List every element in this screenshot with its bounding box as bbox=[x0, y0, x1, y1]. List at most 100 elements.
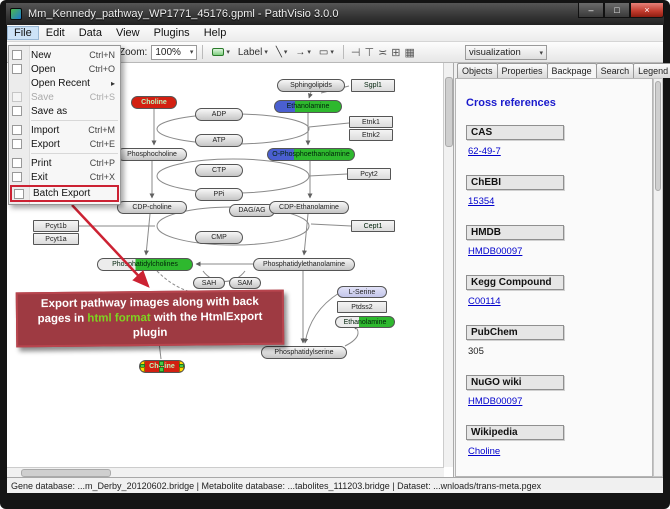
menu-item-batch-export[interactable]: Batch Export bbox=[10, 185, 119, 202]
xref-source-name: PubChem bbox=[466, 325, 564, 340]
pathway-node-choline-top[interactable]: Choline bbox=[131, 96, 177, 109]
pathway-node-phosphatidylserine[interactable]: Phosphatidylserine bbox=[261, 346, 347, 359]
pathway-node-sam[interactable]: SAM bbox=[229, 277, 261, 289]
xref-link[interactable]: Choline bbox=[468, 446, 501, 457]
pathway-node-ptdss2[interactable]: Ptdss2 bbox=[337, 301, 387, 313]
pathway-node-cdp-ethanolamine[interactable]: CDP-Ethanolamine bbox=[269, 201, 349, 214]
zoom-select[interactable]: 100% ▾ bbox=[151, 44, 198, 60]
xref-link[interactable]: 62-49-7 bbox=[468, 146, 501, 157]
visualization-select[interactable]: visualization ▾ bbox=[465, 45, 547, 60]
annotation-text-after: with the HtmlExport plugin bbox=[132, 310, 263, 340]
selection-handle[interactable] bbox=[179, 367, 184, 372]
xref-link[interactable]: 15354 bbox=[468, 196, 495, 207]
pathway-node-cdp-choline[interactable]: CDP-choline bbox=[117, 201, 187, 214]
gene-product-icon bbox=[212, 48, 225, 56]
stack-button[interactable]: ⊞ bbox=[391, 46, 401, 59]
pathway-node-etnk1[interactable]: Etnk1 bbox=[349, 116, 393, 128]
expression-data-header: Expression data bbox=[466, 475, 652, 476]
menu-item-label: Open Recent bbox=[31, 77, 90, 89]
pathway-node-ppi[interactable]: PPi bbox=[195, 188, 243, 201]
tab-properties[interactable]: Properties bbox=[496, 63, 548, 78]
menu-view[interactable]: View bbox=[115, 27, 140, 39]
scrollbar-thumb[interactable] bbox=[445, 77, 453, 147]
menu-item-new[interactable]: New Ctrl+N bbox=[9, 48, 120, 62]
import-icon bbox=[12, 125, 22, 135]
annotation-highlight: html format bbox=[87, 312, 151, 325]
pathway-node-phosphatidylcholines[interactable]: Phosphatidylcholines bbox=[97, 258, 193, 271]
menu-item-exit[interactable]: Exit Ctrl+X bbox=[9, 170, 120, 184]
menu-edit[interactable]: Edit bbox=[45, 27, 65, 39]
menu-item-import[interactable]: Import Ctrl+M bbox=[9, 123, 120, 137]
menu-item-label: Open bbox=[31, 63, 56, 75]
arrow-tool-button[interactable]: → ▾ bbox=[291, 44, 315, 60]
menu-item-shortcut: Ctrl+P bbox=[89, 158, 115, 168]
batch-export-icon bbox=[14, 188, 24, 199]
datanode-tool-button[interactable]: ▾ bbox=[208, 44, 234, 60]
pathway-node-etnk2[interactable]: Etnk2 bbox=[349, 129, 393, 141]
titlebar[interactable]: Mm_Kennedy_pathway_WP1771_45176.gpml - P… bbox=[6, 3, 664, 25]
pathway-node-cept1[interactable]: Cept1 bbox=[351, 220, 395, 232]
menu-plugins[interactable]: Plugins bbox=[153, 27, 190, 39]
pathway-node-o-phosphoethanolamine[interactable]: O-Phosphoethanolamine bbox=[267, 148, 355, 161]
menu-item-label: Exit bbox=[31, 171, 48, 183]
line-tool-button[interactable]: ╲ ▾ bbox=[272, 44, 292, 60]
pathway-node-cmp[interactable]: CMP bbox=[195, 231, 243, 244]
label-tool-button[interactable]: Label ▾ bbox=[234, 44, 272, 60]
pathway-node-ethanolamine-bottom[interactable]: Ethanolamine bbox=[335, 316, 395, 328]
menu-item-label: Batch Export bbox=[33, 188, 91, 199]
pathway-node-pcyt1a[interactable]: Pcyt1a bbox=[33, 233, 79, 245]
xref-link[interactable]: HMDB00097 bbox=[468, 396, 523, 407]
selection-handle[interactable] bbox=[159, 361, 164, 366]
common-size-button[interactable]: ≍ bbox=[378, 46, 388, 59]
menu-item-save[interactable]: Save Ctrl+S bbox=[9, 90, 120, 104]
menu-item-print[interactable]: Print Ctrl+P bbox=[9, 156, 120, 170]
menu-item-save-as[interactable]: Save as bbox=[9, 104, 120, 118]
open-folder-icon bbox=[12, 64, 22, 74]
pathway-node-choline-selected[interactable]: Choline bbox=[139, 360, 185, 373]
selection-handle[interactable] bbox=[140, 367, 145, 372]
pathway-node-pcyt1b[interactable]: Pcyt1b bbox=[33, 220, 79, 232]
tab-search[interactable]: Search bbox=[595, 63, 635, 78]
canvas-vertical-scrollbar[interactable] bbox=[443, 63, 453, 467]
pathway-node-phosphatidylethanolamine[interactable]: Phosphatidylethanolamine bbox=[253, 258, 355, 271]
canvas-horizontal-scrollbar[interactable] bbox=[7, 467, 444, 477]
tab-objects[interactable]: Objects bbox=[457, 63, 498, 78]
menu-file[interactable]: File bbox=[7, 26, 39, 40]
tab-backpage[interactable]: Backpage bbox=[546, 63, 597, 78]
close-button[interactable]: × bbox=[630, 3, 664, 18]
pathway-node-sah[interactable]: SAH bbox=[193, 277, 225, 289]
pathway-node-adp[interactable]: ADP bbox=[195, 108, 243, 121]
xref-link[interactable]: HMDB00097 bbox=[468, 246, 523, 257]
minimize-button[interactable]: – bbox=[578, 3, 604, 18]
menu-data[interactable]: Data bbox=[78, 27, 102, 39]
menu-item-export[interactable]: Export Ctrl+E bbox=[9, 137, 120, 151]
align-horizontal-button[interactable]: ⊣ bbox=[350, 46, 361, 59]
pathway-node-sphingolipids[interactable]: Sphingolipids bbox=[277, 79, 345, 92]
scrollbar-thumb[interactable] bbox=[655, 81, 661, 191]
pathway-node-sgpl1[interactable]: Sgpl1 bbox=[351, 79, 395, 92]
sidebar-scrollbar[interactable] bbox=[653, 78, 663, 477]
tab-legend[interactable]: Legend bbox=[633, 63, 670, 78]
shape-tool-button[interactable]: ▭ ▾ bbox=[315, 44, 338, 60]
pathway-node-phosphocholine[interactable]: Phosphocholine bbox=[117, 148, 187, 161]
layout-grid-button[interactable]: ▦ bbox=[404, 46, 415, 59]
menu-item-shortcut: Ctrl+E bbox=[89, 139, 115, 149]
xref-link[interactable]: C00114 bbox=[468, 296, 501, 307]
align-vertical-button[interactable]: ⊤ bbox=[364, 46, 375, 59]
menu-item-open-recent[interactable]: Open Recent ▸ bbox=[9, 76, 120, 90]
toolbar-separator bbox=[202, 45, 204, 59]
chevron-down-icon: ▾ bbox=[307, 49, 311, 56]
pathway-node-l-serine[interactable]: L-Serine bbox=[337, 286, 387, 298]
menu-help[interactable]: Help bbox=[203, 27, 227, 39]
print-icon bbox=[12, 158, 22, 168]
menu-item-open[interactable]: Open Ctrl+O bbox=[9, 62, 120, 76]
scrollbar-thumb[interactable] bbox=[21, 469, 111, 477]
selection-handle[interactable] bbox=[159, 367, 164, 372]
maximize-button[interactable]: □ bbox=[604, 3, 630, 18]
pathway-node-ethanolamine-top[interactable]: Ethanolamine bbox=[274, 100, 342, 113]
pathway-node-ctp[interactable]: CTP bbox=[195, 164, 243, 177]
pathway-node-pcyt2[interactable]: Pcyt2 bbox=[347, 168, 391, 180]
chevron-down-icon: ▾ bbox=[189, 49, 194, 56]
pathway-node-atp[interactable]: ATP bbox=[195, 134, 243, 147]
